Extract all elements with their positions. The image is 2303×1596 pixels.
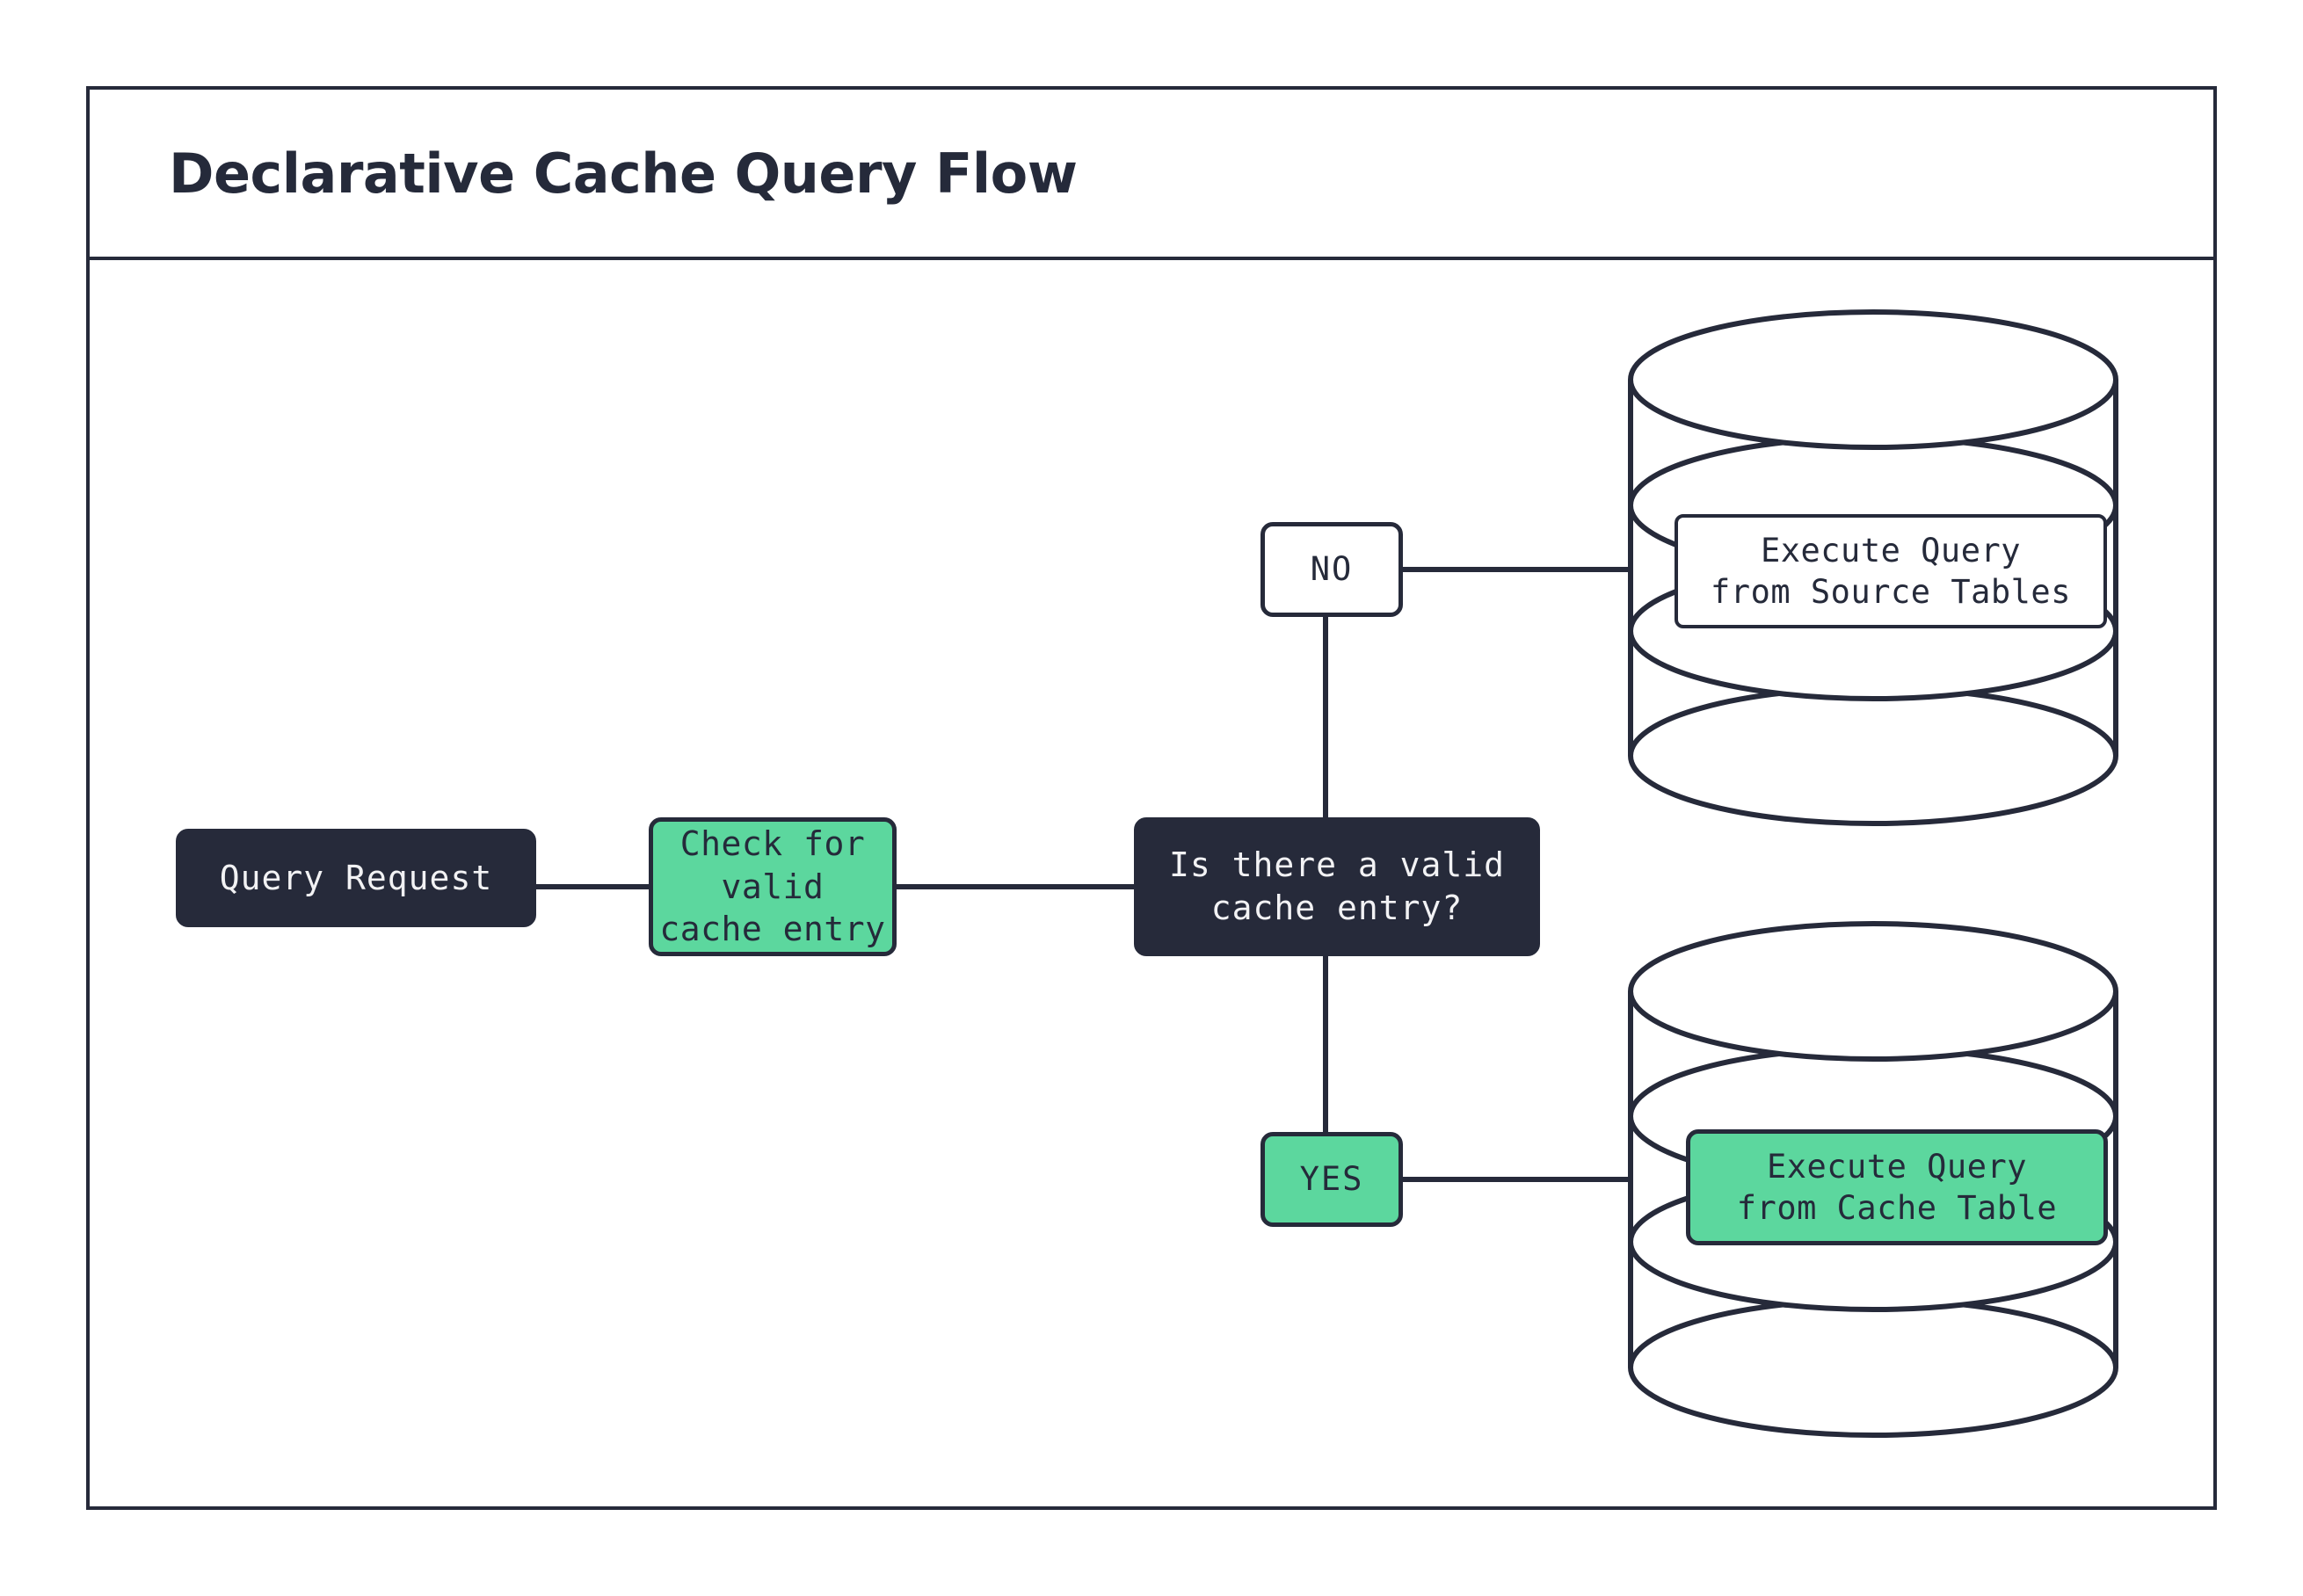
node-check-for-valid-cache-entry[interactable]: Check for valid cache entry [649, 817, 897, 956]
node-execute-query-from-source-tables[interactable]: Execute Query from Source Tables [1675, 514, 2107, 628]
page-title: Declarative Cache Query Flow [169, 141, 1078, 206]
node-query-request[interactable]: Query Request [176, 829, 536, 927]
title-bar: Declarative Cache Query Flow [90, 90, 2213, 260]
diagram-frame: Declarative Cache Query Flow [86, 86, 2217, 1510]
node-branch-yes[interactable]: YES [1260, 1132, 1403, 1227]
node-decision-valid-cache-entry[interactable]: Is there a valid cache entry? [1134, 817, 1540, 956]
node-execute-query-from-cache-table[interactable]: Execute Query from Cache Table [1686, 1129, 2108, 1245]
node-branch-no[interactable]: NO [1260, 522, 1403, 617]
